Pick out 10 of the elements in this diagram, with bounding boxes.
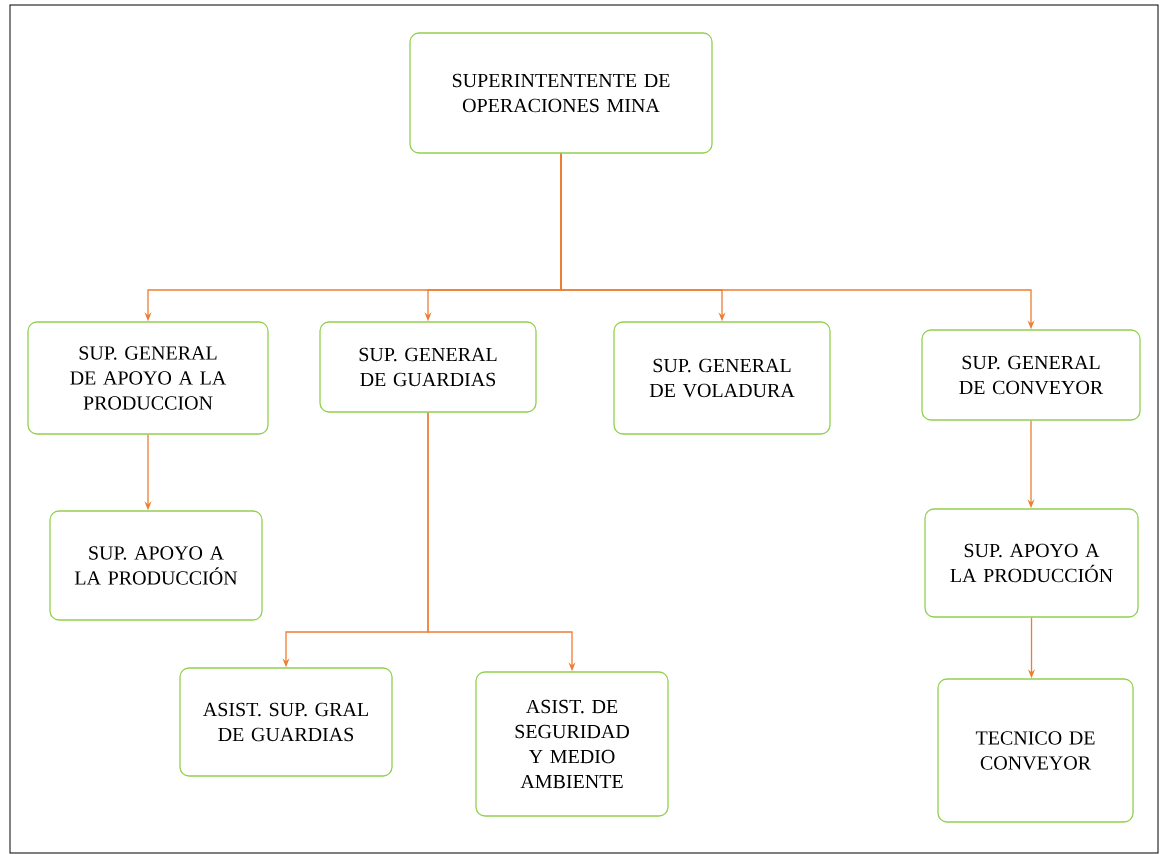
org-box: SUP. GENERAL DE CONVEYOR — [921, 329, 1141, 421]
org-box: SUPERINTENTENTE DE OPERACIONES MINA — [409, 32, 713, 154]
org-box: SUP. GENERAL DE APOYO A LA PRODUCCION — [27, 321, 269, 435]
org-box: TECNICO DE CONVEYOR — [937, 678, 1134, 823]
org-box: ASIST. SUP. GRAL DE GUARDIAS — [179, 667, 393, 777]
org-box: SUP. APOYO A LA PRODUCCIÓN — [924, 508, 1139, 618]
org-box: SUP. GENERAL DE GUARDIAS — [319, 321, 537, 413]
org-box: SUP. APOYO A LA PRODUCCIÓN — [49, 510, 263, 621]
org-box: ASIST. DE SEGURIDAD Y MEDIO AMBIENTE — [475, 671, 669, 817]
org-box: SUP. GENERAL DE VOLADURA — [613, 321, 831, 435]
